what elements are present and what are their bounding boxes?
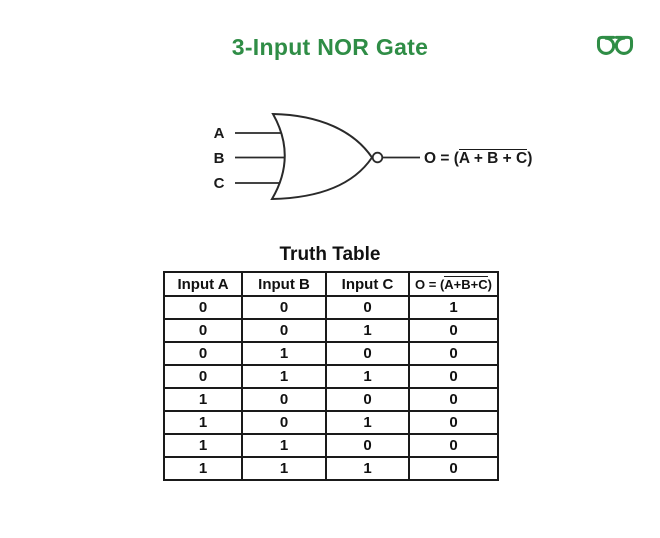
table-cell: 0 (408, 318, 499, 343)
table-cell: 0 (163, 295, 243, 320)
table-cell: 1 (241, 364, 327, 389)
table-cell: 0 (241, 318, 327, 343)
table-cell: 1 (408, 295, 499, 320)
geeksforgeeks-logo-icon (596, 35, 634, 55)
table-cell: 0 (241, 387, 327, 412)
table-cell: 1 (325, 364, 410, 389)
table-cell: 0 (241, 410, 327, 435)
nor-gate-diagram: A B C (214, 112, 420, 201)
table-cell: 0 (163, 364, 243, 389)
or-gate-body (270, 112, 374, 201)
expression-prefix: O = ( (424, 150, 459, 167)
table-cell: 1 (325, 318, 410, 343)
table-cell: 0 (325, 341, 410, 366)
table-cell: 0 (163, 318, 243, 343)
page-title: 3-Input NOR Gate (231, 34, 429, 60)
table-cell: 1 (241, 433, 327, 458)
table-cell: 0 (408, 387, 499, 412)
input-label-c: C (214, 175, 225, 192)
table-cell: 0 (408, 456, 499, 481)
header-expression-prefix: O = ( (415, 277, 445, 292)
input-label-a: A (214, 125, 225, 142)
expression-overline: A + B + C (458, 149, 528, 167)
header-expression-overline: A+B+C (444, 276, 488, 292)
table-cell: 1 (325, 456, 410, 481)
table-cell: 0 (325, 433, 410, 458)
table-cell: 1 (325, 410, 410, 435)
expression-suffix: ) (527, 150, 533, 167)
column-header-input-b: Input B (241, 271, 327, 297)
column-header-input-c: Input C (325, 271, 410, 297)
table-cell: 0 (408, 364, 499, 389)
table-cell: 0 (325, 295, 410, 320)
header-row: Input A Input B Input C O = (A+B+C) (163, 271, 499, 297)
table-cell: 1 (163, 433, 243, 458)
table-cell: 0 (325, 387, 410, 412)
table-cell: 1 (163, 387, 243, 412)
table-cell: 1 (163, 456, 243, 481)
table-cell: 1 (163, 410, 243, 435)
truth-table-title: Truth Table (279, 244, 381, 265)
column-header-output: O = (A+B+C) (408, 271, 499, 297)
header-expression-suffix: ) (487, 277, 492, 292)
table-cell: 0 (408, 410, 499, 435)
column-header-input-a: Input A (163, 271, 243, 297)
gate-output-expression: O = (A + B + C) (424, 149, 532, 168)
table-cell: 0 (408, 341, 499, 366)
input-label-b: B (214, 150, 225, 167)
table-cell: 1 (241, 341, 327, 366)
table-cell: 1 (241, 456, 327, 481)
table-cell: 0 (163, 341, 243, 366)
table-cell: 0 (241, 295, 327, 320)
inverter-bubble (371, 151, 384, 164)
table-cell: 0 (408, 433, 499, 458)
